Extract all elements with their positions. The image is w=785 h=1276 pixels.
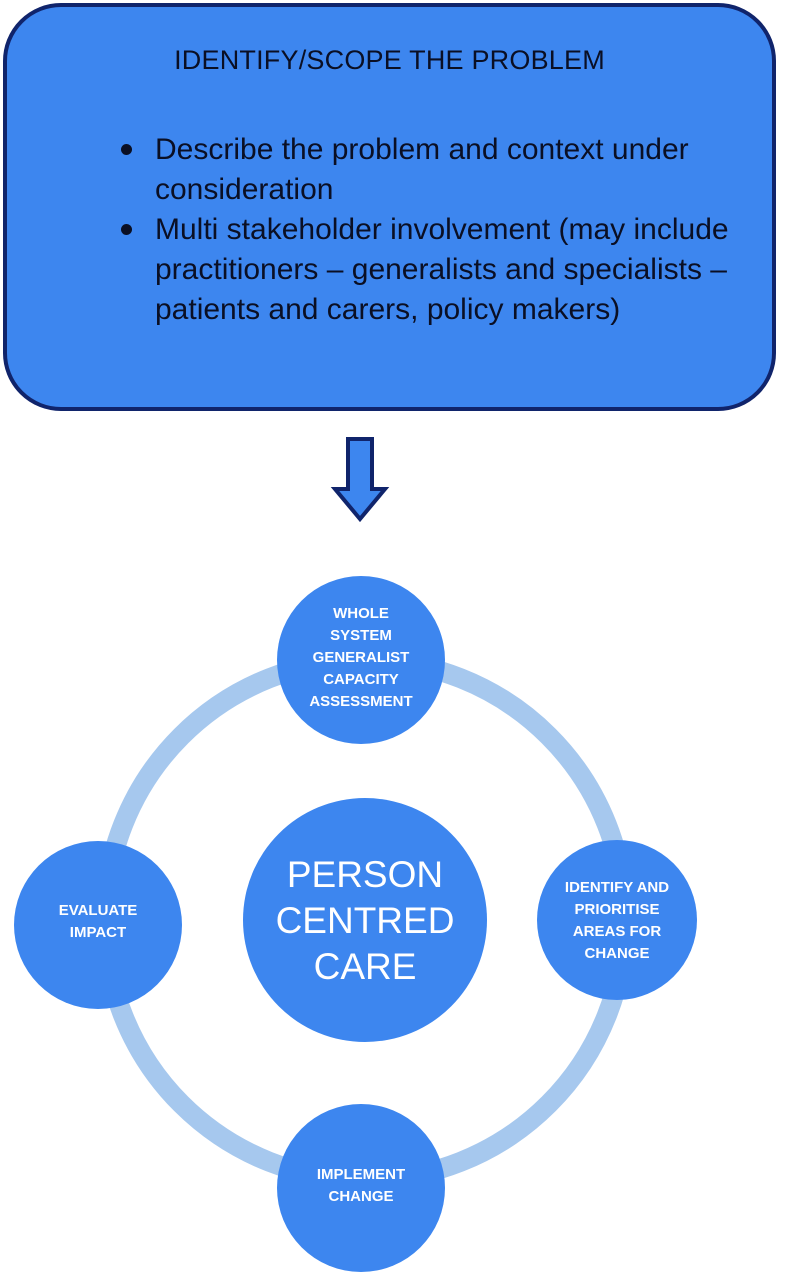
node-left-label: EVALUATE IMPACT — [58, 902, 138, 941]
node-top-label: WHOLE SYSTEM GENERALIST CAPACITY ASSESSM… — [309, 605, 413, 710]
center-circle — [243, 798, 487, 1042]
scope-bullet-list: Describe the problem and context under c… — [115, 130, 755, 330]
scope-bullet-text: Multi stakeholder involvement (may inclu… — [155, 213, 729, 326]
node-bottom-circle — [277, 1104, 445, 1272]
node-bottom-label: IMPLEMENT CHANGE — [316, 1166, 406, 1205]
node-right-label: IDENTIFY AND PRIORITISE AREAS FOR CHANGE — [564, 879, 670, 962]
scope-title: IDENTIFY/SCOPE THE PROBLEM — [174, 45, 605, 75]
center-label: PERSON CENTRED CARE — [275, 854, 455, 987]
bullet-dot-icon — [121, 224, 132, 235]
scope-bullet-item: Multi stakeholder involvement (may inclu… — [115, 210, 755, 330]
down-arrow-icon — [330, 437, 390, 523]
scope-bullet-text: Describe the problem and context under c… — [155, 133, 689, 206]
scope-box: IDENTIFY/SCOPE THE PROBLEM Describe the … — [3, 3, 776, 411]
node-top-circle — [277, 576, 445, 744]
bullet-dot-icon — [121, 144, 132, 155]
scope-bullet-item: Describe the problem and context under c… — [115, 130, 755, 210]
node-right-circle — [537, 840, 697, 1000]
node-left-circle — [14, 841, 182, 1009]
